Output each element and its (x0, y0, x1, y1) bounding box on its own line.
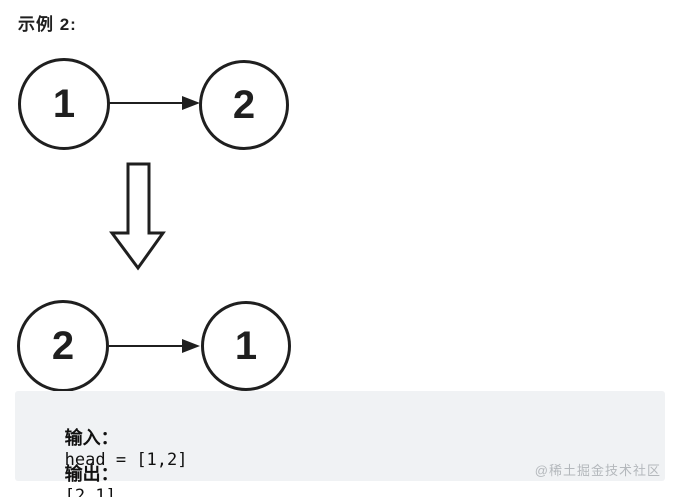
example-title: 示例 2: (18, 15, 77, 34)
output-line: 输出： [2,1] (38, 442, 119, 497)
input-value: head = [1,2] (64, 450, 188, 470)
node-value: 2 (232, 82, 256, 127)
node-value: 2 (51, 323, 75, 368)
output-label: 输出： (64, 464, 119, 484)
output-value: [2,1] (64, 486, 116, 497)
node-value: 1 (52, 81, 76, 126)
arrow-right-icon (109, 339, 200, 353)
io-example-box: 输入： head = [1,2] 输出： [2,1] @稀土掘金技术社区 (15, 391, 665, 497)
node-value: 1 (234, 323, 258, 368)
input-line: 输入： head = [1,2] (38, 406, 188, 488)
arrow-down-icon (109, 162, 166, 271)
list-node: 2 (199, 60, 289, 150)
watermark: @稀土掘金技术社区 (534, 463, 661, 478)
arrow-right-icon (109, 96, 200, 110)
input-label: 输入： (64, 428, 119, 448)
list-node: 1 (18, 58, 110, 150)
list-node: 2 (17, 300, 109, 392)
list-node: 1 (201, 301, 291, 391)
